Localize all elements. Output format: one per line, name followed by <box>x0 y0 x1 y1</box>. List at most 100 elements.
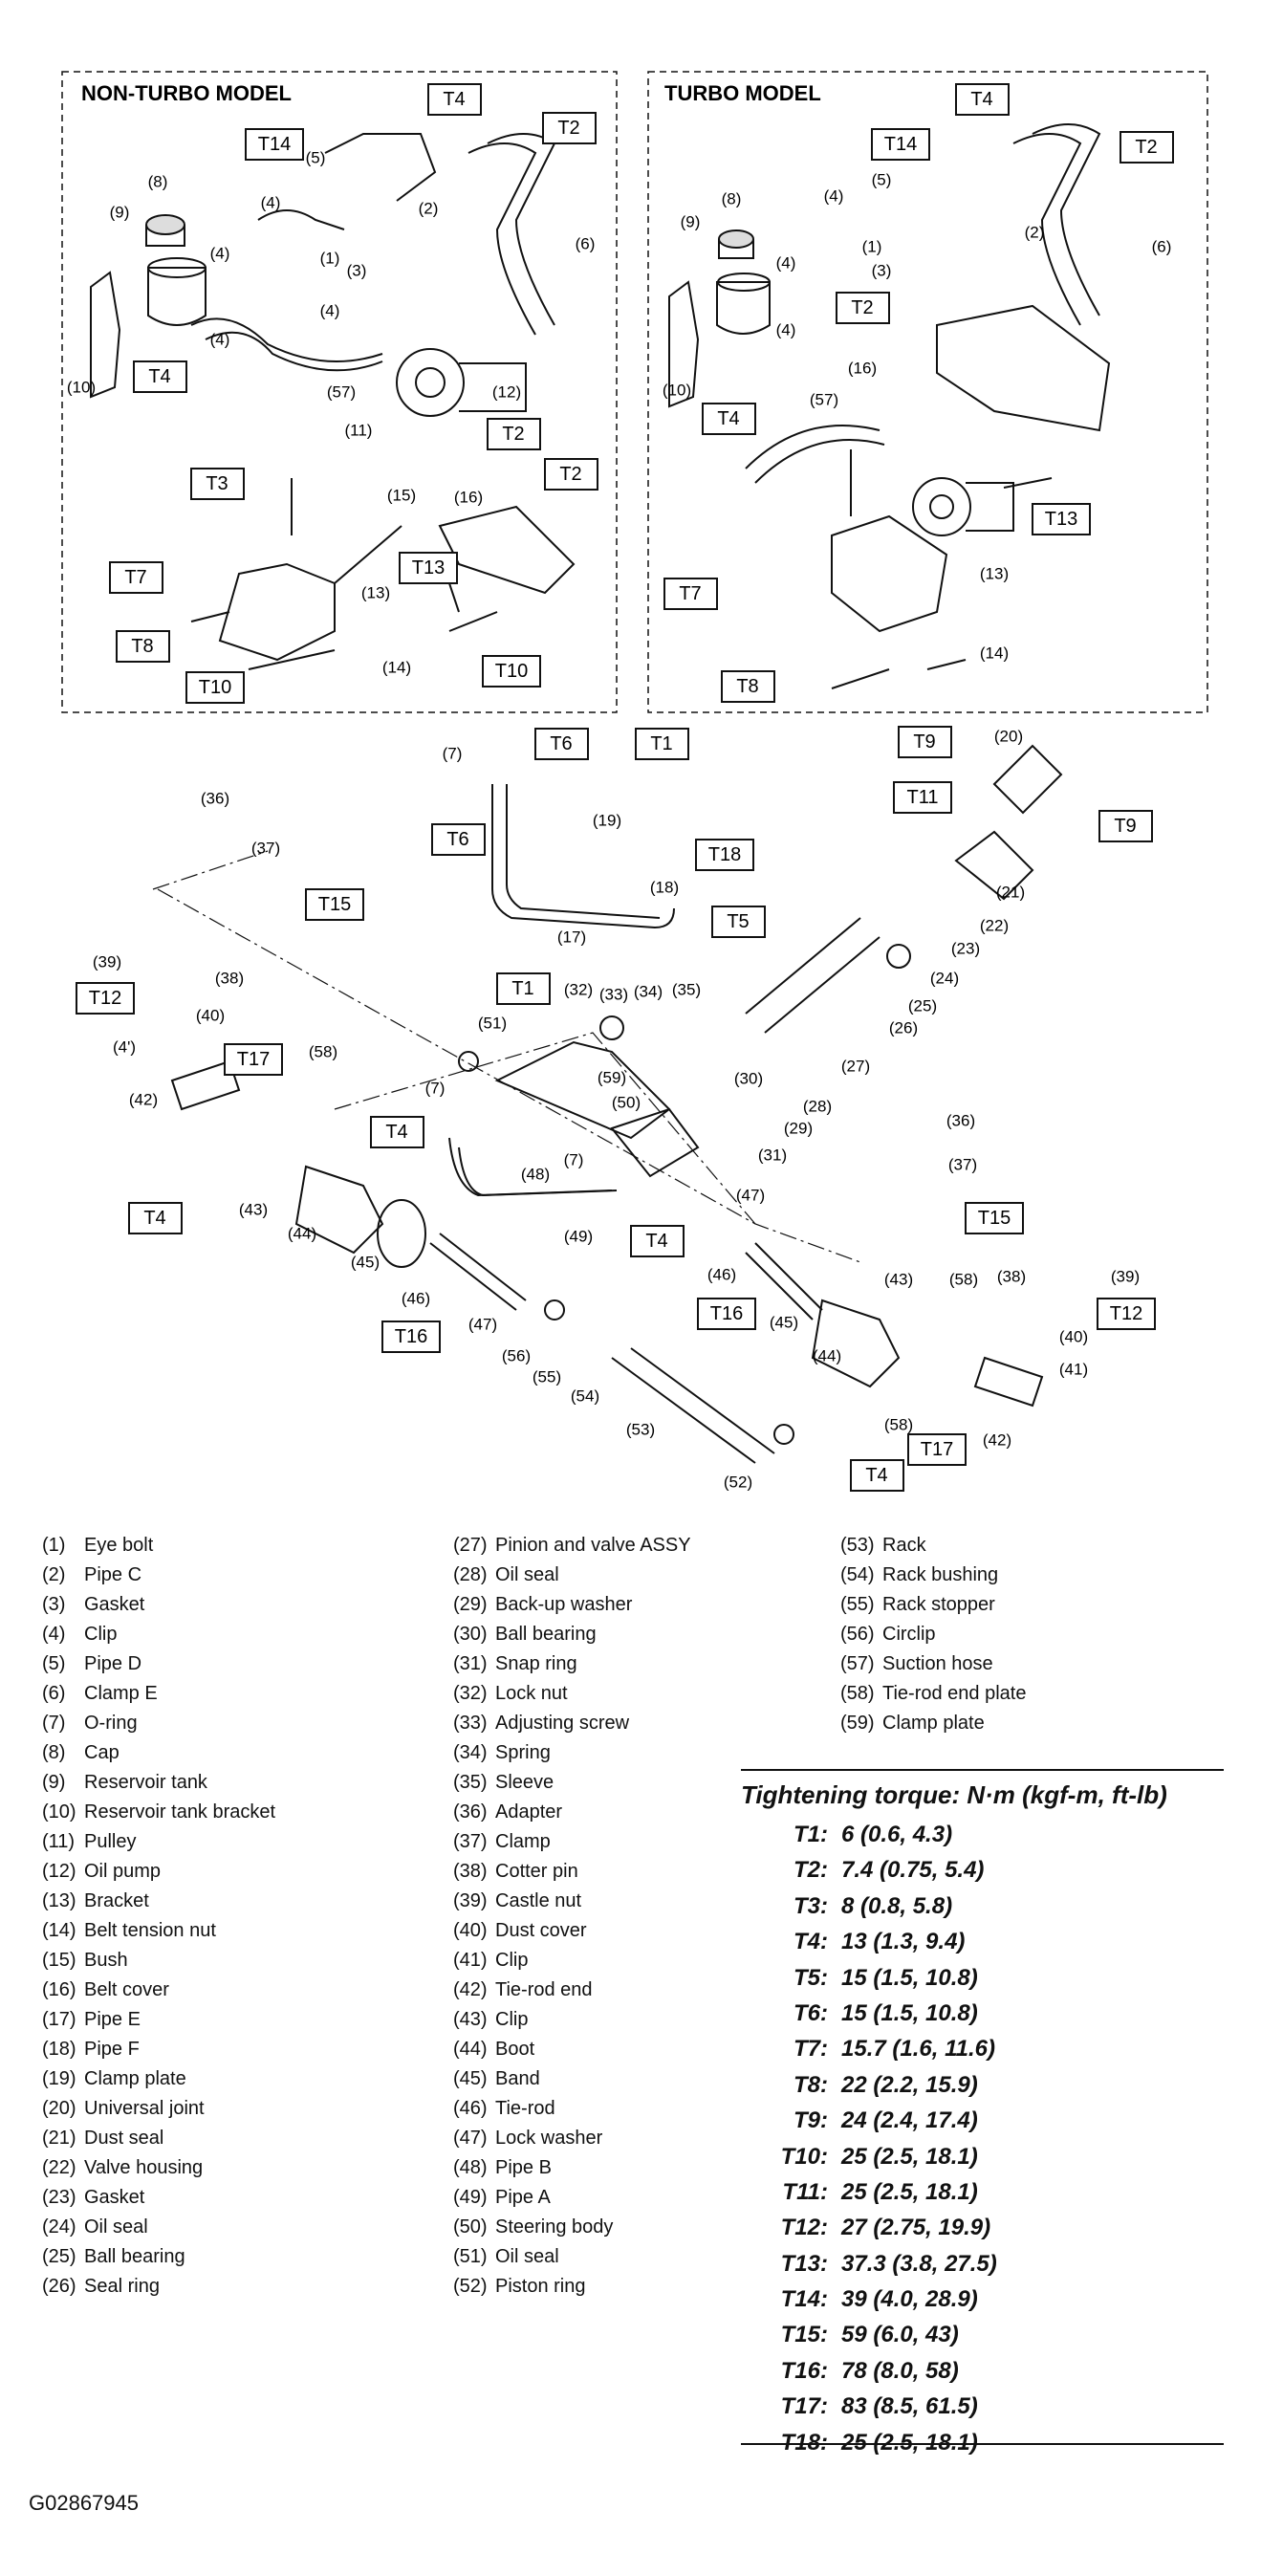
svg-text:(28): (28) <box>803 1098 832 1116</box>
svg-text:(39): (39) <box>1111 1268 1140 1286</box>
svg-text:T10: T10 <box>199 677 231 698</box>
svg-text:(4): (4) <box>210 331 230 349</box>
legend-item: (19)Clamp plate <box>42 2068 186 2089</box>
torque-item: T8:22 (2.2, 15.9) <box>794 2071 978 2098</box>
svg-text:(47): (47) <box>468 1316 497 1334</box>
legend-item: (6)Clamp E <box>42 1683 158 1704</box>
svg-text:(6): (6) <box>1152 238 1172 256</box>
svg-text:(37): (37) <box>251 840 280 858</box>
svg-text:(40): (40) <box>196 1007 225 1025</box>
callouts-steering-gear: (7) (19) (20) (36) (37) (18) (17) (21) (… <box>93 728 1140 1492</box>
t17-tag-2: T17 <box>907 1433 967 1466</box>
svg-text:(46): (46) <box>707 1266 736 1284</box>
legend-item: (17)Pipe E <box>42 2009 141 2030</box>
legend-item: (20)Universal joint <box>42 2098 205 2119</box>
svg-text:T4: T4 <box>443 89 465 110</box>
svg-text:(42): (42) <box>983 1431 1011 1450</box>
svg-text:(48): (48) <box>521 1166 550 1184</box>
legend-item: (59)Clamp plate <box>840 1713 985 1734</box>
svg-text:T8: T8 <box>131 636 153 657</box>
t1-tag-2: T1 <box>496 972 551 1005</box>
legend-item: (24)Oil seal <box>42 2216 148 2238</box>
svg-text:(59): (59) <box>598 1069 626 1087</box>
svg-text:(7): (7) <box>425 1080 446 1098</box>
svg-text:(56): (56) <box>502 1347 531 1365</box>
legend-item: (2)Pipe C <box>42 1564 142 1585</box>
legend-item: (25)Ball bearing <box>42 2246 185 2267</box>
torque-item: T4:13 (1.3, 9.4) <box>794 1929 966 1955</box>
legend-item: (46)Tie-rod <box>453 2098 555 2119</box>
svg-text:(57): (57) <box>810 391 838 409</box>
svg-text:(49): (49) <box>564 1228 593 1246</box>
torque-item: T15:59 (6.0, 43) <box>780 2322 959 2348</box>
legend-item: (27)Pinion and valve ASSY <box>453 1535 691 1556</box>
svg-text:(41): (41) <box>1059 1361 1088 1379</box>
svg-text:T9: T9 <box>913 731 935 753</box>
torque-item: T14:39 (4.0, 28.9) <box>780 2286 978 2313</box>
svg-text:T17: T17 <box>237 1049 270 1070</box>
t3-tag: T3 <box>190 468 245 500</box>
callouts-turbo: (8) (9) (4) (5) (2) (1) (3) (6) (4) (4) … <box>663 171 1172 663</box>
legend-item: (50)Steering body <box>453 2216 614 2238</box>
legend-item: (30)Ball bearing <box>453 1624 597 1645</box>
svg-text:(54): (54) <box>571 1387 599 1406</box>
svg-text:(20): (20) <box>994 728 1023 746</box>
svg-text:(47): (47) <box>736 1187 765 1205</box>
svg-text:(31): (31) <box>758 1146 787 1165</box>
svg-text:(4): (4) <box>261 194 281 212</box>
legend-item: (3)Gasket <box>42 1594 145 1615</box>
turbo-title: TURBO MODEL <box>664 81 821 105</box>
svg-text:(16): (16) <box>848 360 877 378</box>
steering-gear-parts <box>152 744 1063 1464</box>
svg-text:(17): (17) <box>557 928 586 947</box>
t9-tag-1: T9 <box>898 726 952 758</box>
svg-text:T2: T2 <box>559 464 581 485</box>
torque-item: T12:27 (2.75, 19.9) <box>780 2215 991 2241</box>
svg-text:T4: T4 <box>385 1122 407 1143</box>
svg-text:(55): (55) <box>533 1368 561 1386</box>
svg-text:(7): (7) <box>443 745 463 763</box>
legend-item: (54)Rack bushing <box>840 1564 999 1585</box>
callouts-non-turbo: (8) (9) (4) (5) (2) (1) (3) (6) (4) (4) … <box>67 149 596 677</box>
torque-item: T1:6 (0.6, 4.3) <box>794 1822 953 1847</box>
svg-text:(50): (50) <box>612 1094 641 1112</box>
legend-item: (11)Pulley <box>42 1831 137 1852</box>
t12-tag-2: T12 <box>1097 1298 1156 1330</box>
torque-item: T7:15.7 (1.6, 11.6) <box>794 2036 995 2063</box>
legend-item: (44)Boot <box>453 2039 535 2060</box>
svg-text:(2): (2) <box>419 200 439 218</box>
svg-text:T18: T18 <box>708 844 741 865</box>
svg-text:(4): (4) <box>320 302 340 320</box>
legend-item: (38)Cotter pin <box>453 1861 578 1882</box>
torque-list: T1:6 (0.6, 4.3) T2:7.4 (0.75, 5.4) T3:8 … <box>765 1822 997 2465</box>
svg-text:(25): (25) <box>908 997 937 1015</box>
svg-text:(58): (58) <box>884 1416 913 1434</box>
legend-item: (8)Cap <box>42 1742 120 1763</box>
legend-item: (29)Back-up washer <box>453 1594 633 1615</box>
svg-text:(6): (6) <box>576 235 596 253</box>
svg-text:T1: T1 <box>650 733 672 754</box>
svg-text:(4): (4) <box>824 187 844 206</box>
svg-text:(8): (8) <box>722 190 742 208</box>
t8-tag-turbo: T8 <box>721 670 775 703</box>
legend-item: (10)Reservoir tank bracket <box>42 1801 276 1823</box>
svg-text:(11): (11) <box>345 422 373 440</box>
legend-item: (7)O-ring <box>42 1713 138 1734</box>
t6-tag-2: T6 <box>431 823 486 856</box>
svg-text:(39): (39) <box>93 953 121 971</box>
t18-tag: T18 <box>695 839 754 871</box>
svg-text:(29): (29) <box>784 1120 813 1138</box>
svg-text:(10): (10) <box>663 382 691 400</box>
svg-text:T17: T17 <box>921 1439 953 1460</box>
torque-item: T9:24 (2.4, 17.4) <box>794 2107 978 2134</box>
legend-item: (36)Adapter <box>453 1801 563 1823</box>
t16-tag-1: T16 <box>697 1298 756 1330</box>
svg-text:(16): (16) <box>454 489 483 507</box>
t4-tag-turbo-2: T4 <box>702 403 756 435</box>
legend-item: (35)Sleeve <box>453 1772 554 1793</box>
t4-tag-nonturbo: T4 <box>427 83 482 116</box>
t2-tag-turbo-2: T2 <box>836 292 890 324</box>
svg-text:(36): (36) <box>946 1112 975 1130</box>
legend-item: (51)Oil seal <box>453 2246 559 2267</box>
svg-text:(13): (13) <box>361 584 390 602</box>
